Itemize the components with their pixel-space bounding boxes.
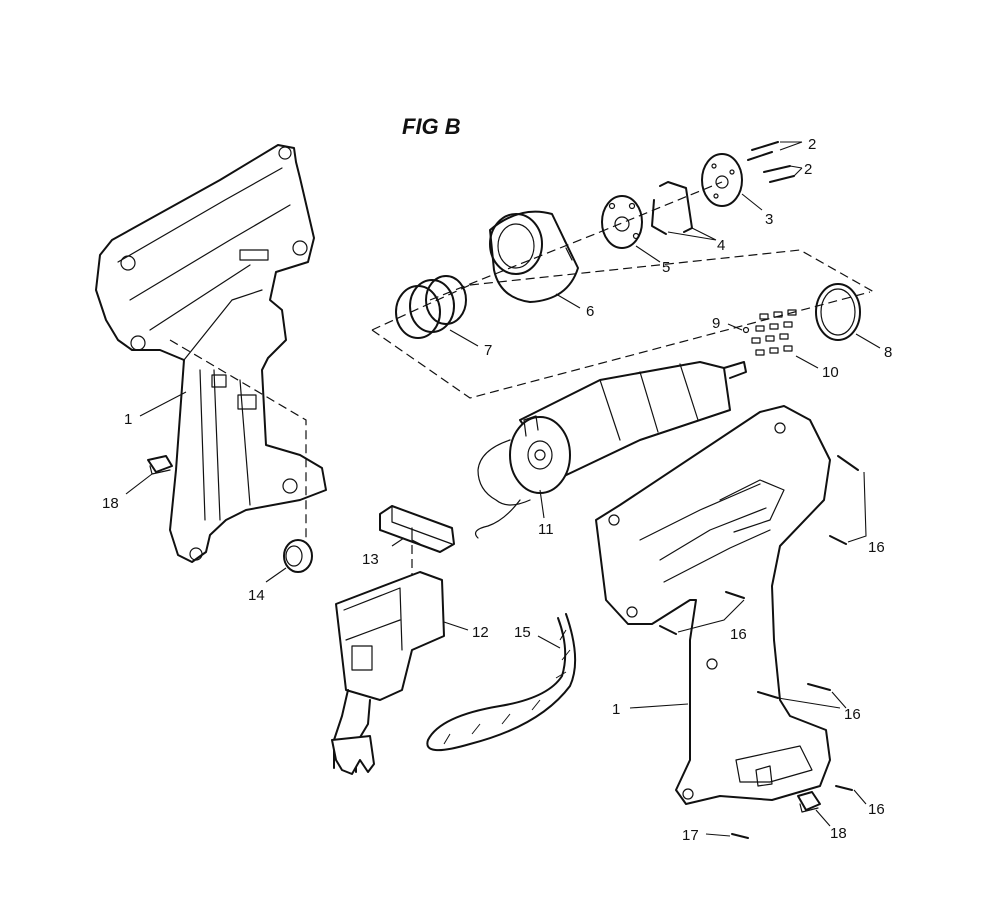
callout-4: 4 (717, 237, 725, 254)
callout-2-upper: 2 (808, 136, 816, 153)
callout-11: 11 (538, 521, 554, 538)
callout-18-left: 18 (102, 495, 119, 512)
callout-labels: 2 2 3 4 5 6 7 8 9 10 11 12 13 14 15 16 1… (102, 136, 892, 844)
callout-17: 17 (682, 827, 699, 844)
callout-1-left: 1 (124, 411, 132, 428)
leader-lines (125, 141, 881, 837)
callout-1-right: 1 (612, 701, 620, 718)
callout-16-middle: 16 (730, 626, 747, 643)
callout-18-right: 18 (830, 825, 847, 842)
left-housing-half (95, 144, 327, 563)
part-18-clip-right (797, 791, 821, 813)
callout-15: 15 (514, 624, 531, 641)
part-2-screws (747, 141, 795, 183)
callout-2-lower: 2 (804, 161, 812, 178)
callout-8: 8 (884, 344, 892, 361)
part-5-plate (601, 195, 643, 249)
callout-6: 6 (586, 303, 594, 320)
callout-16-lower: 16 (844, 706, 861, 723)
callout-12: 12 (472, 624, 489, 641)
callout-14: 14 (248, 587, 265, 604)
part-18-clip-left (147, 455, 173, 475)
callout-3: 3 (765, 211, 773, 228)
part-13-switch-cap (379, 505, 455, 553)
screws-16-17 (659, 455, 859, 839)
callout-16-upper: 16 (868, 539, 885, 556)
part-6-clutch-collar (489, 210, 579, 303)
part-9-10-pins (742, 309, 797, 356)
callout-10: 10 (822, 364, 839, 381)
alignment-line-gears (429, 181, 723, 301)
callout-9: 9 (712, 315, 720, 332)
callout-13: 13 (362, 551, 379, 568)
part-7-springs (395, 275, 467, 339)
callout-7: 7 (484, 342, 492, 359)
callout-16-bottom: 16 (868, 801, 885, 818)
part-11-motor (475, 361, 747, 539)
part-12-switch (331, 571, 445, 775)
part-14-knob (283, 539, 313, 573)
right-housing-half (595, 405, 831, 805)
part-3-end-plate (701, 153, 743, 207)
figure-title: FIG B (402, 114, 461, 139)
alignment-line-housing (169, 339, 307, 540)
part-15-strap (426, 613, 577, 751)
part-8-oring (815, 283, 861, 341)
callout-5: 5 (662, 259, 670, 276)
part-4-clips (651, 181, 693, 235)
